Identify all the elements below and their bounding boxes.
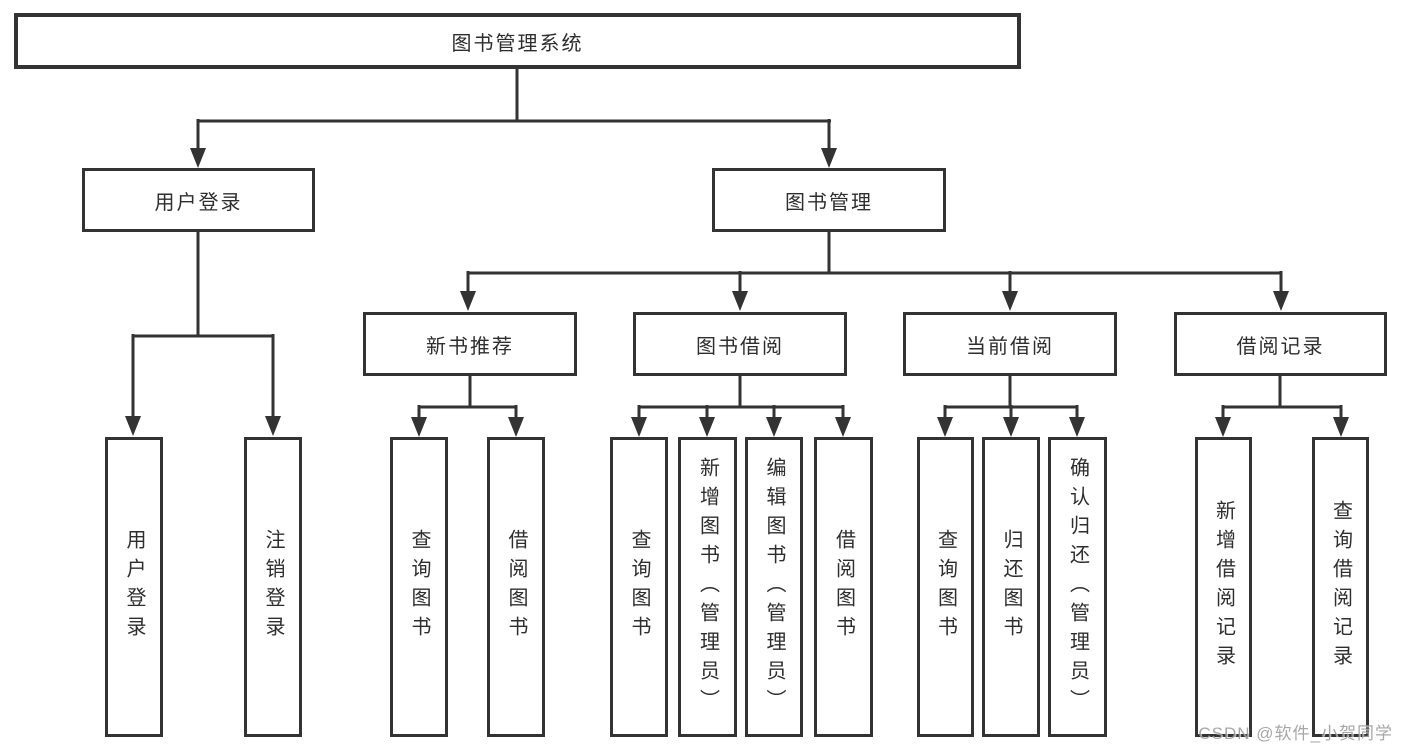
node-label: 图书管理系统 xyxy=(451,32,584,55)
leaf-logout: 注销登录 xyxy=(244,437,302,737)
leaf-return-books: 归还图书 xyxy=(982,437,1040,737)
node-label: 查询借阅记录 xyxy=(1329,500,1352,674)
node-label: 查询图书 xyxy=(934,529,957,645)
node-label: 图书借阅 xyxy=(696,335,784,358)
node-label: 当前借阅 xyxy=(966,335,1054,358)
leaf-borrow-books-borrowing: 借阅图书 xyxy=(814,437,873,737)
node-label: 新增借阅记录 xyxy=(1212,500,1235,674)
node-library-management-system: 图书管理系统 xyxy=(14,13,1021,69)
leaf-add-borrow-record: 新增借阅记录 xyxy=(1195,437,1252,737)
leaf-borrow-books-recommend: 借阅图书 xyxy=(487,437,545,737)
node-label: 新书推荐 xyxy=(426,335,514,358)
leaf-query-books-recommend: 查询图书 xyxy=(390,437,448,737)
leaf-user-login: 用户登录 xyxy=(105,437,163,737)
leaf-edit-books-admin: 编辑图书（管理员） xyxy=(745,437,803,737)
node-label: 用户登录 xyxy=(154,191,243,214)
leaf-query-books-borrowing: 查询图书 xyxy=(610,437,668,737)
leaf-query-borrow-record: 查询借阅记录 xyxy=(1312,437,1369,737)
node-label: 查询图书 xyxy=(628,529,650,645)
node-label: 借阅图书 xyxy=(832,529,855,645)
node-book-borrowing: 图书借阅 xyxy=(633,312,847,376)
node-borrowing-records: 借阅记录 xyxy=(1174,312,1387,376)
node-label: 图书管理 xyxy=(785,191,873,214)
csdn-watermark: CSDN @软件_小贺同学 xyxy=(1198,724,1393,743)
leaf-confirm-return-admin: 确认归还（管理员） xyxy=(1048,437,1107,737)
node-user-login-branch: 用户登录 xyxy=(82,168,315,232)
node-label: 借阅图书 xyxy=(505,529,527,645)
node-label: 用户登录 xyxy=(123,529,145,645)
node-label: 注销登录 xyxy=(262,529,284,645)
node-book-management-branch: 图书管理 xyxy=(712,168,946,232)
leaf-query-books-current: 查询图书 xyxy=(917,437,974,737)
node-new-book-recommendation: 新书推荐 xyxy=(363,312,577,376)
node-label: 借阅记录 xyxy=(1236,335,1325,358)
node-label: 确认归还（管理员） xyxy=(1066,456,1089,718)
node-label: 新增图书（管理员） xyxy=(696,456,719,718)
node-label: 查询图书 xyxy=(408,529,430,645)
node-label: 编辑图书（管理员） xyxy=(763,456,785,718)
node-label: 归还图书 xyxy=(1000,529,1022,645)
node-current-borrowing: 当前借阅 xyxy=(903,312,1117,376)
leaf-add-books-admin: 新增图书（管理员） xyxy=(678,437,737,737)
